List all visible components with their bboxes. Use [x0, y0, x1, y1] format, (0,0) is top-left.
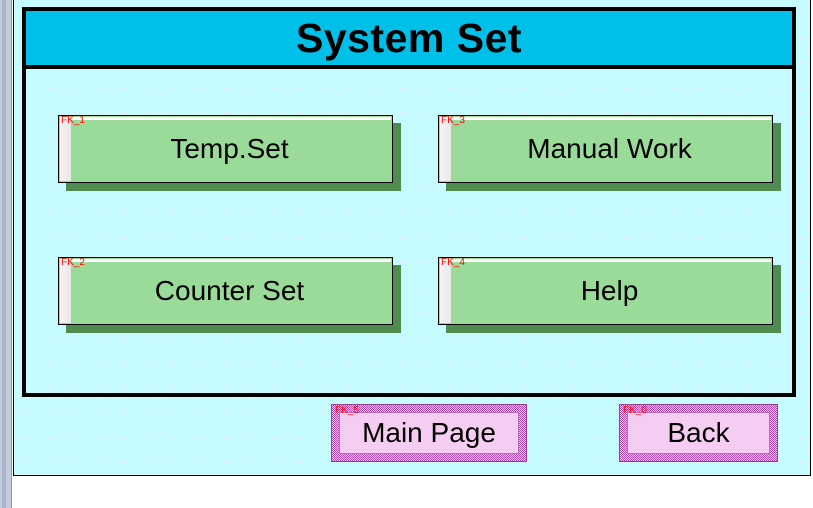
button-bevel-left: [440, 259, 451, 323]
function-button-label: Temp.Set: [170, 133, 289, 164]
button-bevel-top: [60, 259, 391, 262]
function-button-label: Manual Work: [527, 133, 692, 164]
editor-left-rail-groove: [2, 0, 6, 508]
button-face: Manual Work: [438, 115, 773, 183]
function-key-tag: FK_3: [441, 115, 465, 126]
nav-button-face: Back: [627, 412, 770, 454]
button-face: Temp.Set: [58, 115, 393, 183]
function-button-label: Help: [580, 275, 639, 306]
button-face: Counter Set: [58, 257, 393, 325]
function-button-help[interactable]: Help FK_4: [438, 257, 781, 333]
nav-button-label: Back: [667, 417, 730, 448]
function-key-tag: FK_4: [441, 257, 465, 268]
button-face: Help: [438, 257, 773, 325]
nav-button-back[interactable]: Back FK_0: [619, 404, 778, 462]
button-bevel-left: [60, 259, 71, 323]
button-bevel-top: [440, 117, 771, 120]
function-key-tag: FK_5: [335, 405, 359, 416]
function-button-temp-set[interactable]: Temp.Set FK_1: [58, 115, 401, 191]
function-key-tag: FK_1: [61, 115, 85, 126]
hmi-screen-canvas: System Set Temp.Set FK_1 Manual Work: [13, 0, 811, 476]
nav-button-label: Main Page: [362, 417, 496, 448]
button-bevel-top: [60, 117, 391, 120]
page-title: System Set: [295, 14, 523, 61]
nav-button-face: Main Page: [339, 412, 519, 454]
screen-title-bar: System Set: [26, 11, 792, 69]
function-key-tag: FK_0: [623, 405, 647, 416]
function-button-label: Counter Set: [154, 275, 305, 306]
button-bevel-left: [440, 117, 451, 181]
function-button-counter-set[interactable]: Counter Set FK_2: [58, 257, 401, 333]
editor-left-rail: [0, 0, 12, 508]
button-bevel-top: [440, 259, 771, 262]
function-key-tag: FK_2: [61, 257, 85, 268]
nav-button-main-page[interactable]: Main Page FK_5: [331, 404, 527, 462]
function-button-manual-work[interactable]: Manual Work FK_3: [438, 115, 781, 191]
button-bevel-left: [60, 117, 71, 181]
main-content-panel: System Set Temp.Set FK_1 Manual Work: [22, 7, 796, 397]
